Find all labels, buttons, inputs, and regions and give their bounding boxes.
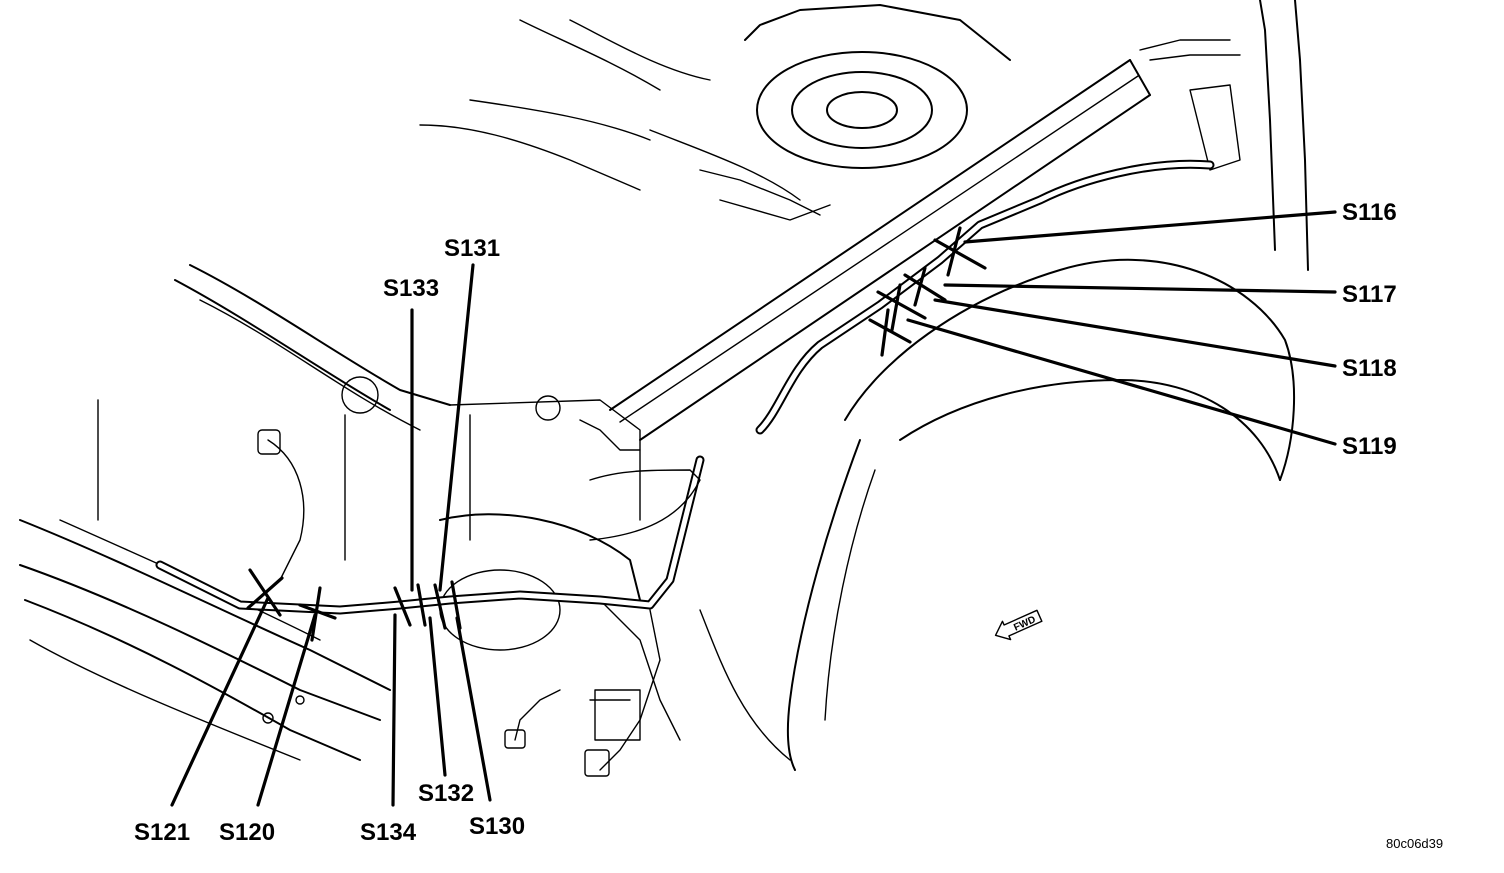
label-s134: S134 [360, 819, 417, 846]
leader-s121 [170, 596, 270, 807]
label-s131: S131 [444, 235, 500, 262]
label-s116: S116 [1342, 199, 1397, 226]
leader-s134 [391, 613, 397, 807]
forward-direction-indicator: FWD [994, 609, 1043, 641]
label-s117: S117 [1342, 281, 1397, 308]
leader-s132 [428, 616, 447, 777]
label-s132: S132 [418, 780, 474, 807]
label-s121: S121 [134, 819, 190, 846]
figure-code: 80c06d39 [1386, 836, 1443, 851]
splice-marks [246, 226, 987, 642]
leader-s130 [455, 616, 492, 802]
label-s133: S133 [383, 275, 439, 302]
leader-s116 [963, 210, 1337, 244]
leader-s131 [438, 263, 475, 592]
wiring-harness [155, 159, 1215, 777]
leader-s118 [933, 298, 1337, 368]
splice-labels: S116 S117 S118 S119 S131 S133 S121 S120 … [134, 199, 1397, 846]
leader-s119 [906, 318, 1337, 446]
vehicle-body-illustration [19, 0, 1309, 771]
fwd-label: FWD [1012, 614, 1037, 633]
label-s130: S130 [469, 813, 525, 840]
label-s118: S118 [1342, 355, 1397, 382]
leader-s117 [943, 283, 1337, 294]
callout-leaders [170, 210, 1337, 807]
label-s119: S119 [1342, 433, 1397, 460]
leader-s120 [256, 613, 317, 807]
label-s120: S120 [219, 819, 275, 846]
